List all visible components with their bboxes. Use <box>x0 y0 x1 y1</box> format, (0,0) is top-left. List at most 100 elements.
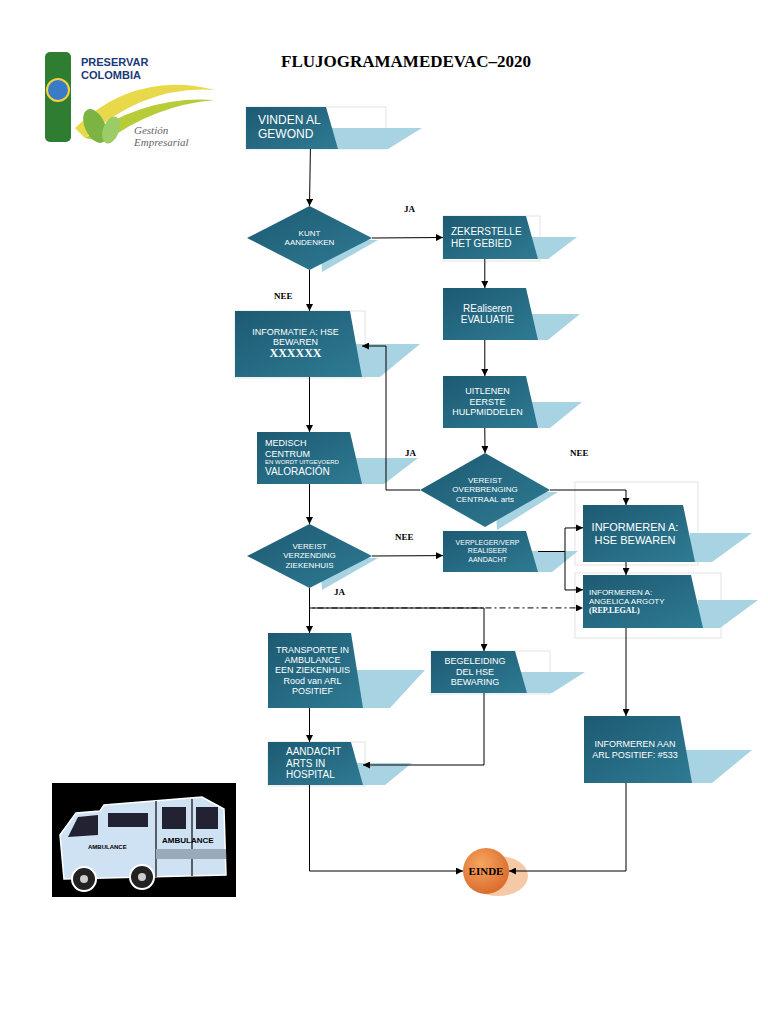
flow-connector <box>363 693 484 765</box>
box-fill <box>246 107 338 149</box>
diagram-title: FLUJOGRAMAMEDEVAC–2020 <box>236 52 576 72</box>
box-shadow <box>698 600 758 628</box>
circle-fill <box>463 848 509 894</box>
node-label: EINDE <box>463 865 509 878</box>
flow-connector <box>372 555 443 556</box>
logo-band <box>45 52 71 142</box>
node-label: UITLENEN EERSTE HULPMIDDELEN <box>449 386 526 417</box>
box-shadow <box>520 672 585 693</box>
flow-connector <box>626 628 627 716</box>
box-fill <box>268 742 363 785</box>
node-label: KUNT AANDENKEN <box>277 229 342 247</box>
node-label: INFORMEREN A: HSE BEWAREN <box>591 521 679 546</box>
process-box: UITLENEN EERSTE HULPMIDDELEN <box>443 376 538 428</box>
node-label: BEGELEIDING DEL HSE BEWARING <box>437 656 513 687</box>
flow-connector <box>309 484 310 524</box>
box-shadow <box>530 402 582 428</box>
decision-diamond: KUNT AANDENKEN <box>247 206 372 270</box>
box-fill <box>443 288 538 340</box>
outline-frame <box>268 742 365 786</box>
node-label: VEREIST VERZENDING ZIEKENHUIS <box>277 542 342 570</box>
process-box: VERPLEGER/VERP REALISEER AANDACHT <box>443 531 538 572</box>
flow-connector <box>484 340 485 376</box>
process-box: INFORMATIE A: HSE BEWARENXXXXXX <box>235 311 362 377</box>
wheel <box>72 867 96 891</box>
box-fill <box>257 432 362 484</box>
flow-connector <box>309 377 310 432</box>
flow-connector <box>309 270 310 311</box>
flow-connector <box>310 588 485 651</box>
flow-connector <box>484 259 485 288</box>
outline-frames <box>235 107 721 786</box>
process-box: VINDEN AL GEWOND <box>246 107 338 149</box>
box-fill <box>443 531 538 572</box>
flow-connector <box>538 528 583 552</box>
ambulance-window <box>68 815 98 837</box>
process-box: AANDACHT ARTS IN HOSPITAL <box>268 742 363 785</box>
process-box: BEGELEIDING DEL HSE BEWARING <box>431 651 527 693</box>
node-label: REaliseren EVALUATIE <box>451 303 524 326</box>
box-shadow <box>355 344 420 377</box>
box-shadow <box>530 314 580 340</box>
flow-connector <box>372 237 443 239</box>
node-label: EN WORDT UITGEVOERD <box>265 459 348 466</box>
flow-connector <box>309 149 311 206</box>
ambulance-window <box>196 807 218 829</box>
flow-connector <box>309 708 310 742</box>
process-box: INFORMEREN A: HSE BEWAREN <box>583 505 695 562</box>
flow-connector <box>509 783 626 871</box>
node-label: VALORACIÓN <box>265 466 348 478</box>
box-fill <box>443 376 538 428</box>
outline-frame <box>443 216 540 261</box>
ambulance-window <box>108 813 148 827</box>
diamond-fill <box>420 453 550 527</box>
logo-tagline: Gestión Empresarial <box>134 124 224 148</box>
edge-label: NEE <box>274 291 293 301</box>
box-shadow <box>530 551 578 572</box>
ambulance-illustration: AMBULANCE AMBULANCE <box>52 783 236 897</box>
flow-connector <box>309 588 310 633</box>
node-label: XXXXXX <box>245 347 346 361</box>
box-shadow <box>356 670 425 708</box>
edge-label: JA <box>334 587 345 597</box>
node-label: VEREIST OVERBRENGING CENTRAAL arts <box>452 476 518 504</box>
outline-frame <box>235 311 365 378</box>
box-fill <box>583 575 703 628</box>
box-shadow <box>690 533 752 562</box>
decision-diamond: VEREIST OVERBRENGING CENTRAAL arts <box>420 453 550 527</box>
node-label: TRANSPORTE IN AMBULANCE EEN ZIEKENHUIS R… <box>274 645 351 697</box>
flow-connector <box>550 490 626 505</box>
flow-connector <box>626 562 627 575</box>
process-box: INFORMEREN AAN ARL POSITIEF: #533 <box>584 716 692 783</box>
flow-connector <box>310 588 584 608</box>
flow-connector <box>362 346 420 490</box>
box-shadow <box>325 128 422 149</box>
box-fill <box>431 651 527 693</box>
box-fill <box>268 633 363 708</box>
process-box: REaliseren EVALUATIE <box>443 288 538 340</box>
end-circle: EINDE <box>463 848 509 894</box>
box-shadow <box>355 458 418 484</box>
process-box: INFORMEREN A: ANGELICA ARGOTY(REP.LEGAL) <box>583 575 703 628</box>
edge-label: NEE <box>395 532 414 542</box>
vehicle-lettering: AMBULANCE <box>162 836 214 845</box>
node-label: (REP.LEGAL) <box>589 606 689 615</box>
node-label: INFORMATIE A: HSE BEWAREN <box>245 327 346 348</box>
edge-label: JA <box>404 204 415 214</box>
illustration-bg <box>52 783 236 897</box>
outline-frame <box>575 482 698 565</box>
logo-name: PRESERVAR COLOMBIA <box>81 56 161 82</box>
node-label: INFORMEREN A: ANGELICA ARGOTY <box>589 588 689 606</box>
box-fill <box>583 505 695 562</box>
node-label: VINDEN AL GEWOND <box>258 114 322 142</box>
wheel-hub <box>138 873 146 881</box>
process-box: TRANSPORTE IN AMBULANCE EEN ZIEKENHUIS R… <box>268 633 363 708</box>
vehicle-lettering: AMBULANCE <box>88 844 127 850</box>
node-label: INFORMEREN AAN ARL POSITIEF: #533 <box>592 739 678 760</box>
process-box: ZEKERSTELLE HET GEBIED <box>443 216 538 259</box>
node-label: ZEKERSTELLE HET GEBIED <box>451 226 524 249</box>
wheel <box>130 865 154 889</box>
bumper <box>156 849 226 859</box>
